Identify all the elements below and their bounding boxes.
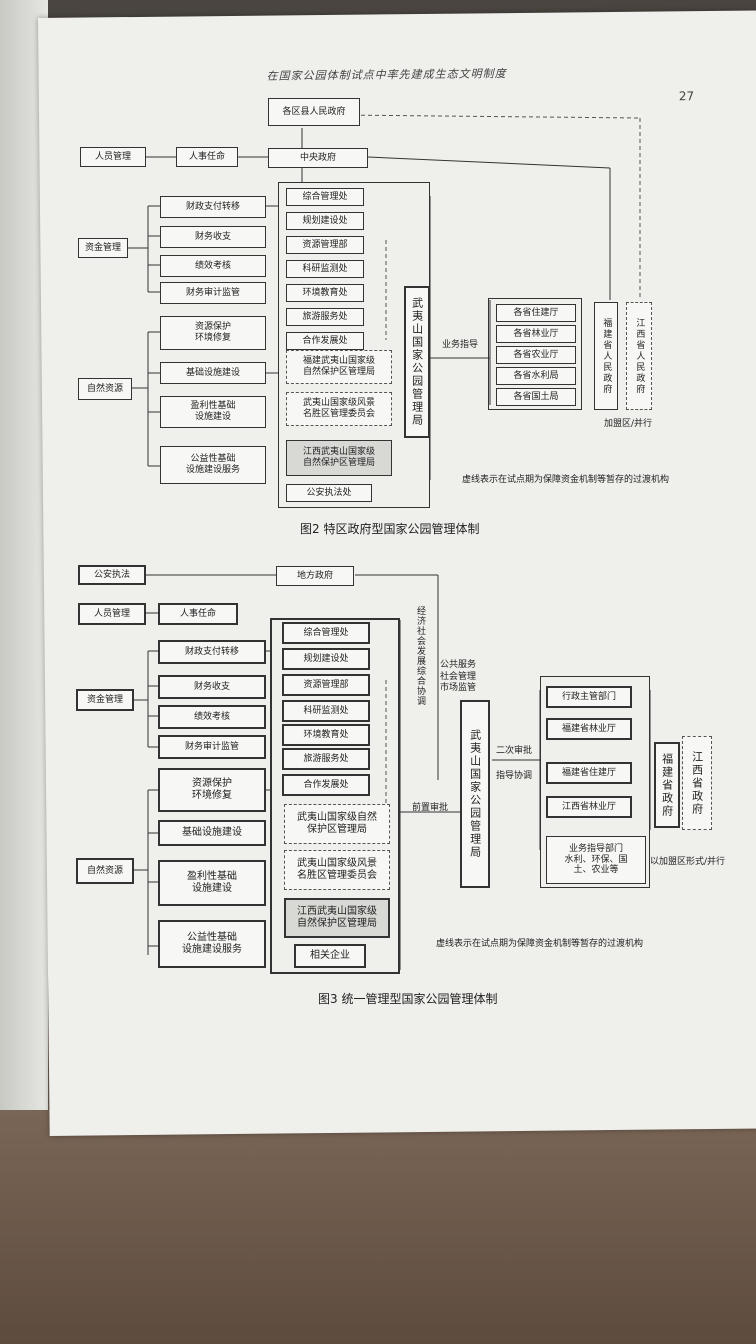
fig3-dept: 环境教育处	[282, 724, 370, 746]
fig3-personnel-appoint-box: 人事任命	[158, 603, 238, 625]
fig2-fund-mgmt-box: 资金管理	[78, 238, 128, 258]
fig3-dept: 旅游服务处	[282, 748, 370, 770]
fig3-fund-item: 绩效考核	[158, 705, 266, 729]
background-table	[0, 1110, 756, 1344]
fig2-fujian-gov-box: 福建省人民政府	[594, 302, 618, 410]
fig3-guide-coord-label: 指导协调	[496, 771, 533, 781]
fig2-dept: 环境教育处	[286, 284, 364, 302]
fig2-sub-org: 福建武夷山国家级 自然保护区管理局	[286, 350, 392, 384]
fig2-fund-item: 财务收支	[160, 226, 266, 248]
fig3-res-item: 盈利性基础 设施建设	[158, 860, 266, 906]
fig3-econ-coord-label: 经济社会发展综合协调	[415, 606, 425, 706]
fig2-guidance-label: 业务指导	[442, 340, 479, 350]
page-number: 27	[678, 89, 695, 104]
fig2-caption: 图2 特区政府型国家公园管理体制	[300, 522, 480, 536]
fig3-right-item: 业务指导部门 水利、环保、国 土、农业等	[546, 836, 646, 884]
fig2-res-item: 基础设施建设	[160, 362, 266, 384]
fig3-right-item: 福建省住建厅	[546, 762, 632, 784]
fig3-company-box: 相关企业	[294, 944, 366, 968]
fig3-public-service-label: 公共服务 社会管理 市场监管	[440, 660, 477, 694]
fig3-second-approval-label: 二次审批	[496, 746, 533, 756]
fig2-res-item: 资源保护 环境修复	[160, 316, 266, 350]
fig3-sub-org: 武夷山国家级自然 保护区管理局	[284, 804, 390, 844]
fig2-res-item: 公益性基础 设施建设服务	[160, 446, 266, 484]
fig3-dashed-note: 虚线表示在试点期为保障资金机制等暂存的过渡机构	[436, 939, 644, 949]
fig3-sub-org: 武夷山国家级风景 名胜区管理委员会	[284, 850, 390, 890]
fig3-right-item: 福建省林业厅	[546, 718, 632, 740]
fig2-park-admin-box: 武夷山国家公园管理局	[404, 286, 430, 438]
fig2-dept: 合作发展处	[286, 332, 364, 350]
fig2-central-gov-box: 中央政府	[268, 148, 368, 168]
fig3-local-gov-box: 地方政府	[276, 566, 354, 586]
fig2-res-item: 盈利性基础 设施建设	[160, 396, 266, 428]
fig2-personnel-mgmt-box: 人员管理	[80, 147, 146, 167]
fig2-prov-dept: 各省住建厅	[496, 304, 576, 322]
fig2-police-box: 公安执法处	[286, 484, 372, 502]
fig3-pre-approval-label: 前置审批	[412, 803, 449, 813]
fig3-right-container	[540, 676, 650, 888]
fig2-dept: 资源管理部	[286, 236, 364, 254]
running-header: 在国家公园体制试点中率先建成生态文明制度	[266, 67, 507, 83]
fig3-dept: 科研监测处	[282, 700, 370, 722]
fig3-dept: 综合管理处	[282, 622, 370, 644]
fig3-fujian-gov-box: 福建省政府	[654, 742, 680, 828]
fig3-fund-mgmt-box: 资金管理	[76, 689, 134, 711]
fig3-police-box: 公安执法	[78, 565, 146, 585]
fig2-prov-dept: 各省国土局	[496, 388, 576, 406]
fig3-res-item: 公益性基础 设施建设服务	[158, 920, 266, 968]
fig3-right-item: 江西省林业厅	[546, 796, 632, 818]
fig2-prov-dept: 各省农业厅	[496, 346, 576, 364]
fig2-prov-dept: 各省水利局	[496, 367, 576, 385]
fig2-natural-res-box: 自然资源	[78, 378, 132, 400]
fig2-sub-org: 武夷山国家级风景 名胜区管理委员会	[286, 392, 392, 426]
fig3-fund-item: 财务审计监管	[158, 735, 266, 759]
fig3-personnel-mgmt-box: 人员管理	[78, 603, 146, 625]
fig3-fund-item: 财务收支	[158, 675, 266, 699]
fig3-caption: 图3 统一管理型国家公园管理体制	[318, 992, 498, 1006]
fig3-dept: 合作发展处	[282, 774, 370, 796]
fig3-dept: 资源管理部	[282, 674, 370, 696]
fig2-jiangxi-gov-box: 江西省人民政府	[626, 302, 652, 410]
fig2-prov-container	[488, 298, 582, 410]
fig3-right-item: 行政主管部门	[546, 686, 632, 708]
fig2-dept: 科研监测处	[286, 260, 364, 278]
fig2-prov-dept: 各省林业厅	[496, 325, 576, 343]
fig2-sub-org: 江西武夷山国家级 自然保护区管理局	[286, 440, 392, 476]
fig3-sub-org: 江西武夷山国家级 自然保护区管理局	[284, 898, 390, 938]
fig3-jiangxi-gov-box: 江西省政府	[682, 736, 712, 830]
fig2-dept: 旅游服务处	[286, 308, 364, 326]
fig2-dashed-note: 虚线表示在试点期为保障资金机制等暂存的过渡机构	[462, 475, 670, 485]
fig3-res-item: 资源保护 环境修复	[158, 768, 266, 812]
fig3-fund-item: 财政支付转移	[158, 640, 266, 664]
fig2-join-note: 加盟区/并行	[604, 419, 653, 429]
fig3-res-item: 基础设施建设	[158, 820, 266, 846]
fig2-dept: 规划建设处	[286, 212, 364, 230]
fig2-personnel-appoint-box: 人事任命	[176, 147, 238, 167]
fig3-park-admin-box: 武夷山国家公园管理局	[460, 700, 490, 888]
fig2-dept: 综合管理处	[286, 188, 364, 206]
fig2-fund-item: 绩效考核	[160, 255, 266, 277]
fig3-natural-res-box: 自然资源	[76, 858, 134, 884]
fig2-fund-item: 财务审计监管	[160, 282, 266, 304]
fig2-fund-item: 财政支付转移	[160, 196, 266, 218]
fig3-depts-container	[270, 618, 400, 974]
fig2-district-gov-box: 各区县人民政府	[268, 98, 360, 126]
fig3-join-note: 以加盟区形式/并行	[650, 857, 726, 867]
fig3-dept: 规划建设处	[282, 648, 370, 670]
